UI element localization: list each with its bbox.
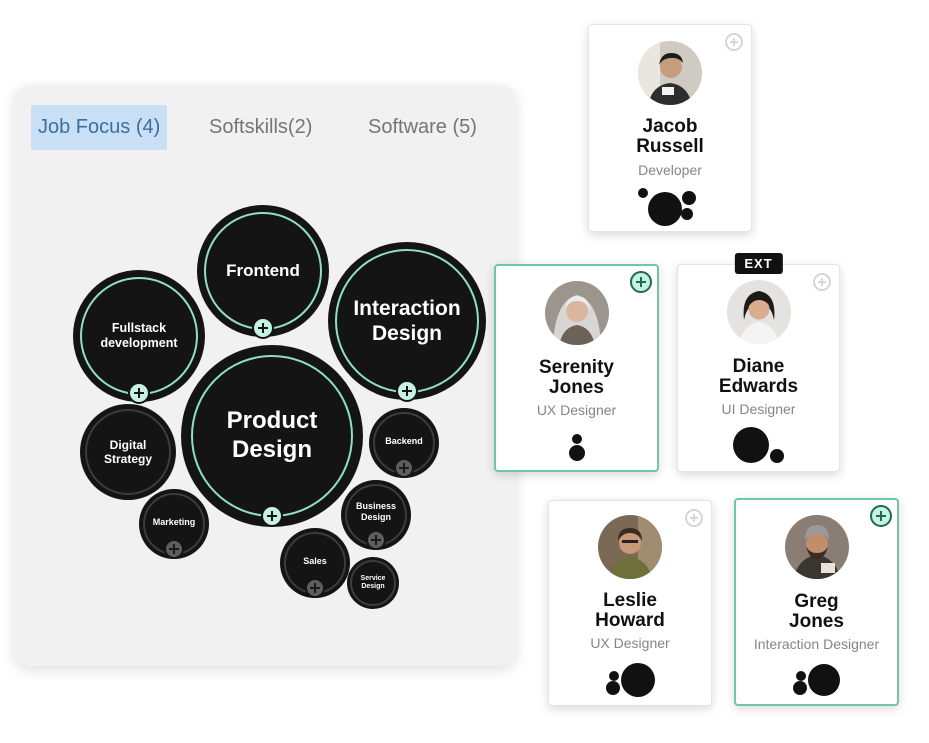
add-person-icon[interactable] xyxy=(685,509,703,527)
skill-label: Design xyxy=(361,583,385,590)
person-last-name: Edwards xyxy=(718,376,799,397)
person-first-name: Serenity xyxy=(539,357,614,378)
skill-dots xyxy=(678,423,839,467)
plus-icon[interactable] xyxy=(394,458,414,478)
skill-dots xyxy=(736,659,897,703)
plus-icon[interactable] xyxy=(128,382,150,404)
avatar-photo xyxy=(638,41,702,105)
person-role: Interaction Designer xyxy=(753,636,880,652)
skill-label: Business xyxy=(355,501,397,512)
skill-bubble-sales[interactable]: Sales xyxy=(280,528,350,598)
skill-label: Design xyxy=(371,322,442,345)
person-last-name: Howard xyxy=(595,610,665,631)
skill-bubble-frontend[interactable]: Frontend xyxy=(197,205,329,339)
person-card-leslie-howard[interactable]: Leslie Howard UX Designer xyxy=(548,500,712,706)
plus-icon[interactable] xyxy=(252,317,274,339)
person-role: Developer xyxy=(638,162,702,178)
skill-label: Digital xyxy=(109,437,147,452)
skill-label: Product xyxy=(226,407,318,435)
person-first-name: Diane xyxy=(732,356,785,377)
skill-bubble-backend[interactable]: Backend xyxy=(369,408,439,478)
skill-dots xyxy=(589,185,751,229)
add-person-icon[interactable] xyxy=(813,273,831,291)
skill-label: Marketing xyxy=(152,516,196,527)
add-person-icon[interactable] xyxy=(630,271,652,293)
skill-bubble-marketing[interactable]: Marketing xyxy=(139,489,209,559)
skill-label: Design xyxy=(231,436,312,463)
person-card-serenity-jones[interactable]: Serenity Jones UX Designer xyxy=(494,264,659,472)
skill-label: Strategy xyxy=(103,452,153,466)
skill-dots xyxy=(496,426,657,470)
person-role: UX Designer xyxy=(536,402,617,418)
plus-icon[interactable] xyxy=(305,578,325,598)
avatar-photo xyxy=(598,515,662,579)
tab-software[interactable]: Software (5) xyxy=(368,116,477,138)
person-card-diane-edwards[interactable]: EXT Diane Edwards UI Designer xyxy=(677,253,840,472)
skill-label: Service xyxy=(360,574,386,582)
plus-icon[interactable] xyxy=(366,530,386,550)
person-role: UI Designer xyxy=(721,401,796,417)
person-last-name: Jones xyxy=(789,611,844,632)
add-person-icon[interactable] xyxy=(870,505,892,527)
skill-label: Fullstack xyxy=(111,321,167,335)
person-last-name: Jones xyxy=(549,377,604,398)
person-first-name: Greg xyxy=(794,591,839,612)
skill-label: Interaction xyxy=(353,296,461,320)
person-first-name: Leslie xyxy=(603,590,657,611)
add-person-icon[interactable] xyxy=(725,33,743,51)
person-card-greg-jones[interactable]: Greg Jones Interaction Designer xyxy=(734,498,899,706)
skill-label: Frontend xyxy=(226,260,300,280)
tab-softskills[interactable]: Softskills(2) xyxy=(209,116,313,138)
avatar-photo xyxy=(726,280,791,344)
person-first-name: Jacob xyxy=(642,116,698,137)
plus-icon[interactable] xyxy=(396,380,418,402)
skill-label: Sales xyxy=(303,555,327,566)
external-badge: EXT xyxy=(734,253,783,274)
person-last-name: Russell xyxy=(636,136,704,157)
skill-label: Design xyxy=(360,512,391,522)
avatar-photo xyxy=(544,281,609,345)
avatar-photo xyxy=(784,515,849,579)
skill-label: Backend xyxy=(385,435,423,446)
plus-icon[interactable] xyxy=(164,539,184,559)
person-card-jacob-russell[interactable]: Jacob Russell Developer xyxy=(588,24,752,232)
skill-dots xyxy=(549,658,711,702)
plus-icon[interactable] xyxy=(261,505,283,527)
person-role: UX Designer xyxy=(590,635,670,651)
tab-job-focus[interactable]: Job Focus (4) xyxy=(31,105,168,150)
skill-label: development xyxy=(100,336,178,350)
